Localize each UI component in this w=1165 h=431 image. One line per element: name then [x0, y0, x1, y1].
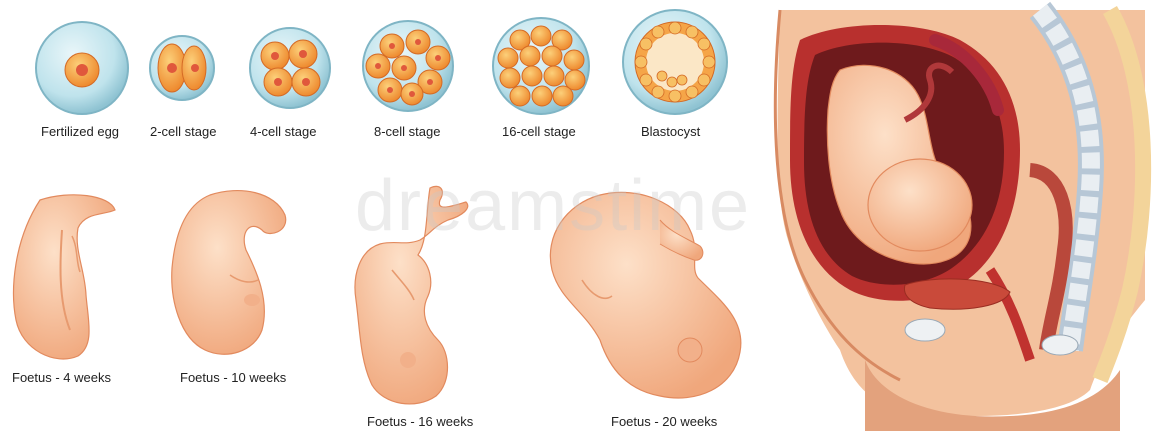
16-cell-stage-illustration — [493, 18, 589, 114]
label-blastocyst: Blastocyst — [641, 124, 700, 139]
label-4-cell-stage: 4-cell stage — [250, 124, 316, 139]
label-2-cell-stage: 2-cell stage — [150, 124, 216, 139]
blastocyst-illustration — [623, 10, 727, 114]
label-16-cell-stage: 16-cell stage — [502, 124, 576, 139]
label-foetus-16-weeks: Foetus - 16 weeks — [367, 414, 473, 429]
foetus-10-weeks-illustration — [172, 191, 286, 355]
foetus-16-weeks-illustration — [355, 186, 468, 404]
2-cell-stage-illustration — [150, 36, 214, 100]
4-cell-stage-illustration — [250, 28, 330, 108]
pregnancy-cross-section-illustration — [775, 10, 1145, 431]
foetus-20-weeks-illustration — [550, 192, 741, 398]
label-fertilized-egg: Fertilized egg — [41, 124, 119, 139]
label-foetus-4-weeks: Foetus - 4 weeks — [12, 370, 111, 385]
fertilized-egg-illustration — [36, 22, 128, 114]
8-cell-stage-illustration — [363, 21, 453, 111]
label-foetus-20-weeks: Foetus - 20 weeks — [611, 414, 717, 429]
label-foetus-10-weeks: Foetus - 10 weeks — [180, 370, 286, 385]
foetus-4-weeks-illustration — [14, 195, 115, 359]
label-8-cell-stage: 8-cell stage — [374, 124, 440, 139]
